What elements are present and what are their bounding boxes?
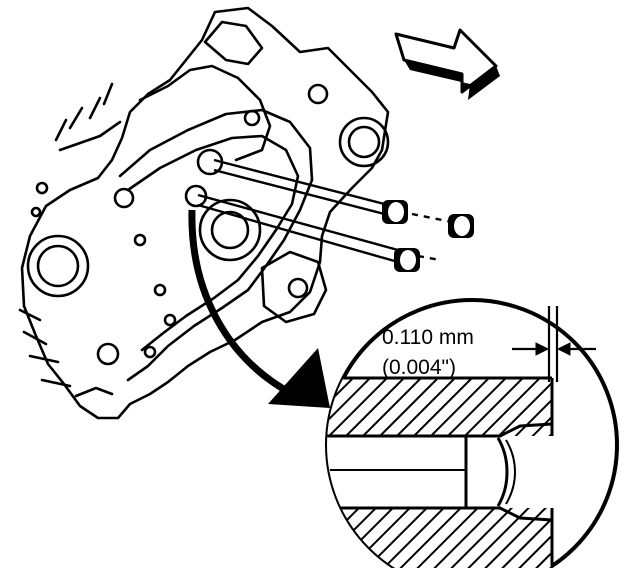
measurement-imperial-label: (0.004") <box>382 356 456 379</box>
bushing-lower <box>394 248 420 272</box>
direction-arrow-icon <box>394 28 500 100</box>
dowel-bushing-assembly <box>197 158 453 264</box>
dowel-pin-section <box>464 422 553 522</box>
callout-arrow-icon <box>188 209 330 408</box>
upper-hatched-section <box>327 378 552 436</box>
bushing-right <box>448 214 474 238</box>
bushing-upper <box>382 200 408 224</box>
gap-dimension <box>512 306 596 382</box>
engine-front-cover <box>18 6 390 420</box>
measurement-metric-label: 0.110 mm <box>382 326 474 349</box>
